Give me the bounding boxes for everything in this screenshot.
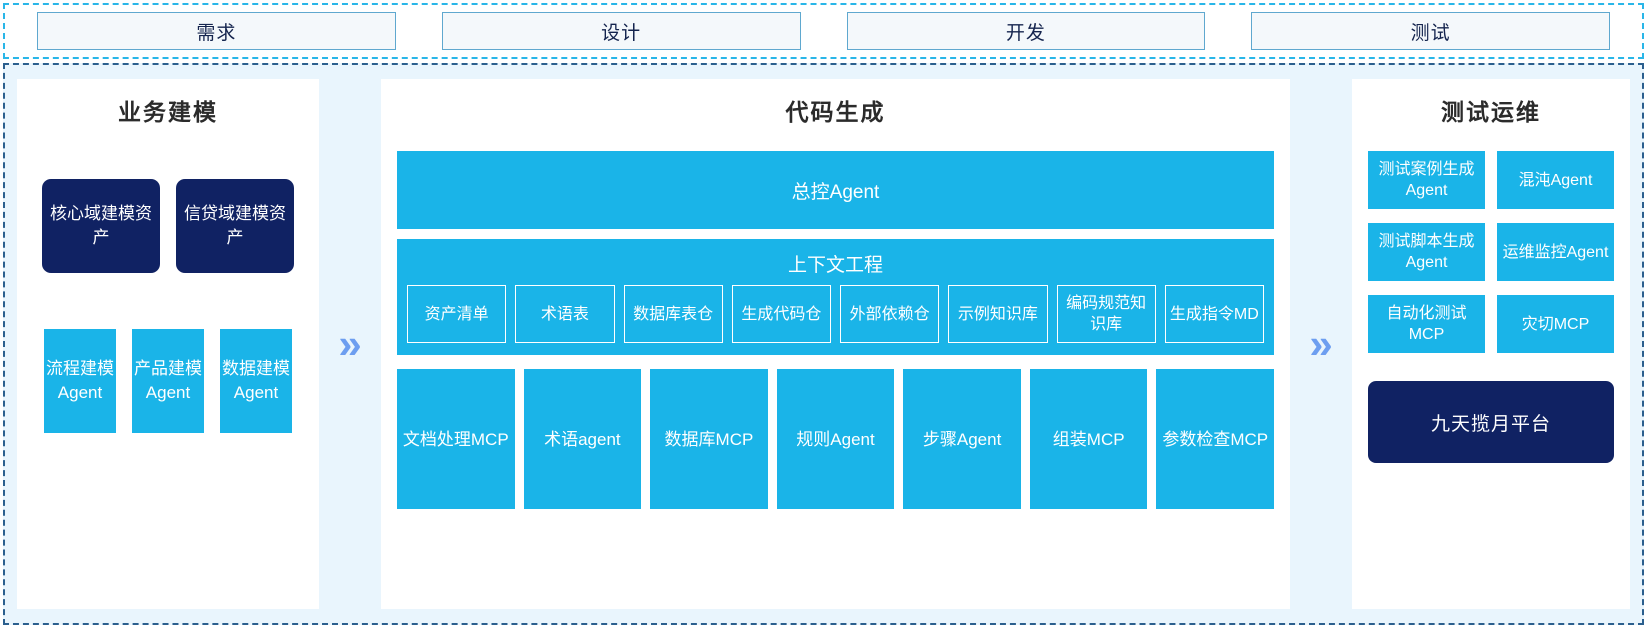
panel-title-test-operations: 测试运维: [1441, 99, 1541, 125]
business-agent-group: 流程建模Agent 产品建模Agent 数据建模Agent: [44, 329, 292, 433]
tool-assembly-mcp[interactable]: 组装MCP: [1029, 369, 1148, 509]
asset-card-core-domain[interactable]: 核心域建模资产: [42, 179, 160, 273]
asset-card-credit-domain[interactable]: 信贷域建模资产: [176, 179, 294, 273]
context-item-row: 资产清单 术语表 数据库表仓 生成代码仓 外部依赖仓 示例知识库 编码规范知识库…: [407, 285, 1264, 343]
tool-database-mcp[interactable]: 数据库MCP: [650, 369, 768, 509]
phase-chip-requirements[interactable]: 需求: [37, 12, 396, 50]
context-engineering-block: 上下文工程 资产清单 术语表 数据库表仓 生成代码仓 外部依赖仓 示例知识库 编…: [397, 239, 1274, 355]
context-engineering-title: 上下文工程: [787, 255, 883, 276]
context-item-external-dependency-repo[interactable]: 外部依赖仓: [840, 285, 940, 343]
context-item-asset-list[interactable]: 资产清单: [407, 285, 507, 343]
phase-chip-design[interactable]: 设计: [441, 12, 801, 50]
business-asset-group: 核心域建模资产 信贷域建模资产: [42, 179, 294, 273]
ops-disaster-switch-mcp[interactable]: 灾切MCP: [1497, 295, 1614, 353]
phase-chip-development[interactable]: 开发: [846, 12, 1206, 50]
panel-code-generation: 代码生成 总控Agent 上下文工程 资产清单 术语表 数据库表仓 生成代码仓 …: [381, 79, 1290, 609]
panel-title-code-generation: 代码生成: [785, 99, 886, 125]
panel-business-modeling: 业务建模 核心域建模资产 信贷域建模资产 流程建模Agent 产品建模Agent…: [17, 79, 319, 609]
context-item-example-knowledge-base[interactable]: 示例知识库: [948, 285, 1048, 343]
platform-card-jiutian-lanyue[interactable]: 九天揽月平台: [1368, 381, 1614, 463]
tool-document-processing-mcp[interactable]: 文档处理MCP: [397, 369, 515, 509]
agent-product-modeling[interactable]: 产品建模Agent: [132, 329, 204, 433]
context-item-glossary[interactable]: 术语表: [515, 285, 615, 343]
context-item-coding-standard-knowledge-base[interactable]: 编码规范知识库: [1056, 285, 1156, 343]
tool-glossary-agent[interactable]: 术语agent: [523, 369, 642, 509]
chevron-right-icon-2: »: [1309, 320, 1333, 367]
context-item-instruction-md[interactable]: 生成指令MD: [1164, 285, 1264, 343]
panel-title-business-modeling: 业务建模: [118, 99, 218, 125]
chevron-right-icon-1: »: [338, 320, 362, 367]
phase-bar: 需求 设计 开发 测试: [3, 3, 1644, 59]
phase-chip-testing[interactable]: 测试: [1251, 12, 1610, 50]
tool-rule-agent[interactable]: 规则Agent: [776, 369, 895, 509]
ops-monitoring-agent[interactable]: 运维监控Agent: [1497, 223, 1614, 281]
tool-step-agent[interactable]: 步骤Agent: [903, 369, 1021, 509]
panel-test-operations: 测试运维 测试案例生成Agent 混沌Agent 测试脚本生成Agent 运维监…: [1352, 79, 1630, 609]
agent-data-modeling[interactable]: 数据建模Agent: [220, 329, 292, 433]
tool-row: 文档处理MCP 术语agent 数据库MCP 规则Agent 步骤Agent 组…: [397, 369, 1275, 509]
master-control-agent[interactable]: 总控Agent: [397, 151, 1274, 229]
context-item-db-table-repo[interactable]: 数据库表仓: [623, 285, 723, 343]
tool-parameter-check-mcp[interactable]: 参数检查MCP: [1156, 369, 1275, 509]
test-ops-grid: 测试案例生成Agent 混沌Agent 测试脚本生成Agent 运维监控Agen…: [1368, 151, 1614, 353]
ops-test-case-generation-agent[interactable]: 测试案例生成Agent: [1368, 151, 1485, 209]
ops-chaos-agent[interactable]: 混沌Agent: [1497, 151, 1614, 209]
ops-test-script-generation-agent[interactable]: 测试脚本生成Agent: [1368, 223, 1485, 281]
main-frame: 业务建模 核心域建模资产 信贷域建模资产 流程建模Agent 产品建模Agent…: [3, 63, 1644, 625]
agent-process-modeling[interactable]: 流程建模Agent: [44, 329, 116, 433]
ops-automated-test-mcp[interactable]: 自动化测试MCP: [1368, 295, 1485, 353]
context-item-generated-code-repo[interactable]: 生成代码仓: [731, 285, 831, 343]
